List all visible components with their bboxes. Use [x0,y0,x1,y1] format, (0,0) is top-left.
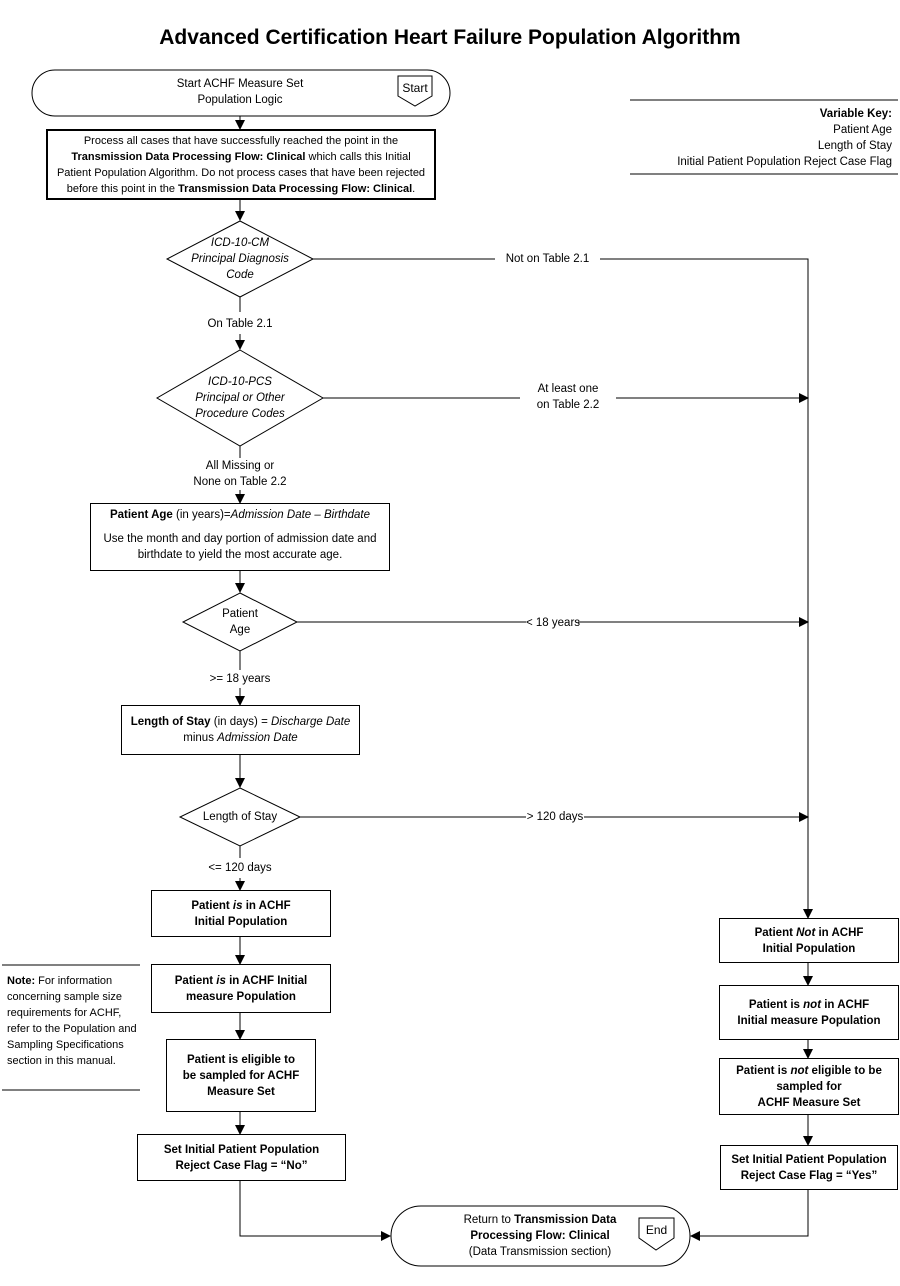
box-text: in ACHF [242,899,291,912]
box-text-italic: not [790,1064,809,1077]
patient-not-ip-box: Patient Not in ACHF Initial Population [719,918,899,963]
page-title: Advanced Certification Heart Failure Pop… [159,26,741,49]
age-decision-text: Patient Age [200,606,280,638]
los-box-bold: Length of Stay [130,716,211,728]
start-text-line2: Population Logic [197,94,283,106]
end-text: Return to Transmission Data Processing F… [430,1212,650,1260]
branch-lte120: <= 120 days [200,860,280,876]
decision-label: ICD-10-PCS [208,376,272,388]
end-text-bold: Transmission Data [514,1214,617,1226]
branch-label-line: None on Table 2.2 [193,476,287,488]
los-box-text: (in days) = [210,716,271,728]
decision-label: Procedure Codes [195,408,285,420]
branch-on-21: On Table 2.1 [190,316,290,332]
sampling-note: Note: For information concerning sample … [7,973,137,1069]
variable-key-item: Patient Age [833,124,892,136]
variable-key-heading: Variable Key: [819,108,892,120]
process-text: . [412,182,416,195]
end-text-line: Return to [463,1214,515,1226]
age-box-instruction: Use the month and day portion of admissi… [103,533,377,561]
branch-gte18: >= 18 years [200,671,280,687]
branch-not-on-21: Not on Table 2.1 [500,251,595,267]
decision-label: Patient [222,608,258,620]
box-text: Set Initial Patient Population [731,1153,887,1166]
process-text-bold: Transmission Data Processing Flow: Clini… [71,150,306,163]
age-box-text: (in years)= [172,509,231,521]
box-text: Initial Population [762,942,856,955]
start-tag: Start [402,81,428,95]
box-text-italic: is [232,899,243,912]
branch-at-least-one: At least one on Table 2.2 [520,381,616,413]
box-text-italic: not [803,998,822,1011]
start-text: Start ACHF Measure Set Population Logic [150,76,330,108]
box-text: Initial measure Population [737,1014,881,1027]
branch-label-line: At least one [537,383,599,395]
variable-key: Variable Key: Patient Age Length of Stay… [632,106,892,170]
decision-label: Principal Diagnosis [191,253,289,265]
patient-not-mp-box: Patient is not in ACHF Initial measure Po… [719,985,899,1040]
age-box-italic: Admission Date – Birthdate [230,509,371,521]
start-text-line1: Start ACHF Measure Set [176,78,304,90]
end-tag: End [645,1223,668,1237]
box-text: Reject Case Flag = “Yes” [740,1169,878,1182]
variable-key-item: Length of Stay [817,140,892,152]
los-box-text: minus [183,732,218,744]
note-text: For information concerning sample size r… [7,975,137,1067]
box-text: ACHF Measure Set [757,1096,861,1109]
process-text-bold: Transmission Data Processing Flow: Clini… [178,182,413,195]
variable-key-item: Initial Patient Population Reject Case F… [677,156,892,168]
age-box-bold: Patient Age [109,509,173,521]
length-of-stay-box: Length of Stay (in days) = Discharge Dat… [121,705,360,755]
box-text: eligible to be sampled for [776,1064,882,1093]
box-text: Patient is [736,1064,791,1077]
patient-in-ip-box: Patient is in ACHF Initial Population [151,890,331,937]
end-text-line: (Data Transmission section) [468,1246,612,1258]
end-terminator [390,1205,691,1267]
box-text: Patient is [748,998,804,1011]
decision-label: Age [229,624,251,636]
box-text: in ACHF [815,926,864,939]
branch-lt18: < 18 years [526,615,581,631]
process-text: Process all cases that have successfully… [83,134,399,147]
patient-not-eligible-box: Patient is not eligible to be sampled fo… [719,1058,899,1115]
box-text: Set Initial Patient Population [163,1143,320,1156]
end-text-bold: Processing Flow: Clinical [470,1230,610,1242]
box-text: Patient [754,926,797,939]
box-text-italic: Not [796,926,816,939]
branch-label-line: All Missing or [205,460,275,472]
box-text: Patient [174,974,217,987]
patient-eligible-box: Patient is eligible to be sampled for AC… [166,1039,316,1112]
box-text: Patient [191,899,233,912]
box-text: Initial Population [194,915,288,928]
los-box-italic: Discharge Date [271,716,351,728]
patient-age-box: Patient Age (in years)=Admission Date – … [90,503,390,571]
box-text-italic: is [216,974,226,987]
branch-all-missing: All Missing or None on Table 2.2 [180,458,300,490]
icd10pcs-decision-text: ICD-10-PCS Principal or Other Procedure … [175,374,305,422]
branch-label-line: on Table 2.2 [536,399,600,411]
decision-label: Code [226,269,254,281]
los-box-italic: Admission Date [217,732,298,744]
start-tag-shape [397,75,433,107]
box-text: Reject Case Flag = “No” [175,1159,308,1172]
end-tag-shape [638,1217,675,1251]
note-label: Note: [7,975,36,987]
decision-label: ICD-10-CM [210,237,270,249]
box-text: in ACHF [821,998,870,1011]
process-text: which calls this Initial Patient Populat… [56,150,426,195]
process-box: Process all cases that have successfully… [46,129,436,200]
branch-gt120: > 120 days [526,809,584,825]
icd10cm-decision-text: ICD-10-CM Principal Diagnosis Code [180,235,300,283]
los-decision-text: Length of Stay [202,811,278,823]
decision-label: Principal or Other [195,392,285,404]
box-text: in ACHF Initial [225,974,308,987]
start-terminator [31,69,451,117]
patient-in-mp-box: Patient is in ACHF Initial measure Popula… [151,964,331,1013]
box-text: measure Population [186,990,296,1003]
